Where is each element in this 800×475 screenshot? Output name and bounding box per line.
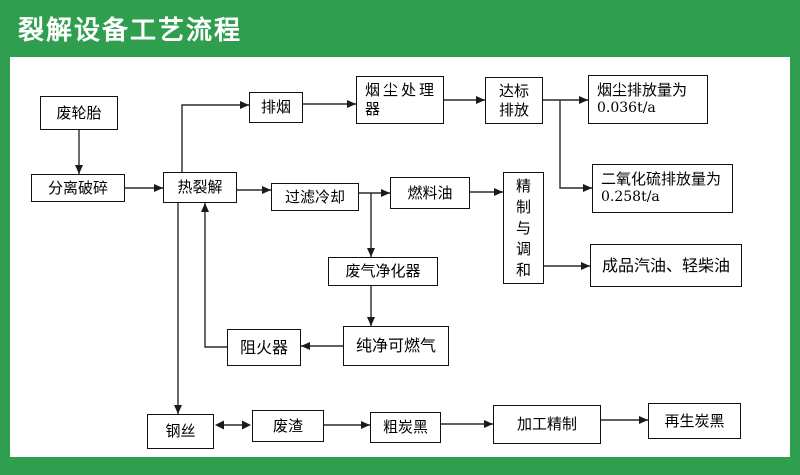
dust-emission-label: 烟尘排放量为	[597, 81, 688, 100]
so2-emission-label: 二氧化硫排放量为	[601, 170, 722, 189]
dust-emission-value: 0.036t/a	[597, 100, 656, 117]
node-waste-tire: 废轮胎	[40, 96, 118, 130]
so2-emission-value: 0.258t/a	[601, 189, 660, 206]
node-dust-emission: 烟尘排放量为 0.036t/a	[588, 75, 708, 124]
node-so2-emission: 二氧化硫排放量为 0.258t/a	[592, 164, 733, 213]
node-pure-gas: 纯净可燃气	[343, 326, 449, 366]
node-regen-carbon-black: 再生炭黑	[648, 403, 741, 439]
node-pyrolysis: 热裂解	[163, 172, 237, 203]
node-finished-oil: 成品汽油、轻柴油	[590, 244, 742, 287]
title-bar: 裂解设备工艺流程	[0, 0, 800, 57]
node-gas-purifier: 废气净化器	[328, 257, 438, 286]
node-fuel-oil: 燃料油	[390, 177, 470, 209]
node-steel-wire: 钢丝	[147, 414, 214, 449]
node-separate-crush: 分离破碎	[31, 174, 125, 202]
node-crude-carbon-black: 粗炭黑	[370, 412, 441, 443]
node-smoke-exhaust: 排烟	[249, 92, 303, 123]
node-flame-arrester: 阻火器	[227, 329, 301, 366]
node-standard-discharge: 达标 排放	[485, 77, 543, 124]
node-refine-blend: 精 制 与 调 和	[503, 172, 544, 284]
page-title: 裂解设备工艺流程	[18, 16, 243, 46]
node-processing-refine: 加工精制	[493, 405, 601, 444]
node-dust-processor: 烟尘处理 器	[356, 76, 444, 124]
node-waste-residue: 废渣	[252, 410, 324, 442]
node-filter-cooling: 过滤冷却	[271, 183, 359, 211]
